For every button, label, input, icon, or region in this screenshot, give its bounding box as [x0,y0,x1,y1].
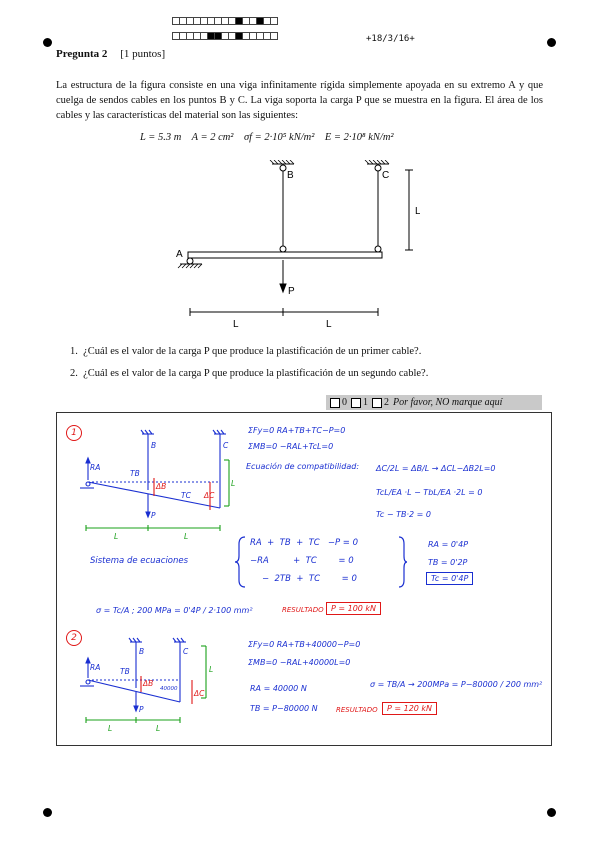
part-1-result: P = 100 kN [326,602,382,615]
question-item-1: 1. ¿Cuál es el valor de la carga P que p… [70,346,422,357]
part-1-sol1: RA = 0'4P [428,540,469,549]
sketch-1-lv: L [231,479,235,488]
sketch-1-ra: RA [90,463,100,472]
label-p: P [288,286,295,297]
answer-box [56,412,552,746]
grade-checkbox-2[interactable] [372,397,382,408]
sketch-2-db: ΔB [142,679,153,688]
part-1-compat-label: Ecuación de compatibilidad: [246,462,360,471]
parameters-formula: L = 5.3 m A = 2 cm² σf = 2·10⁵ kN/m² E =… [140,132,394,143]
system-brace-right [398,536,408,588]
part-2-stress: σ = TB/A → 200MPa = P−80000 / 200 mm² [370,680,543,689]
exam-code: +18/3/16+ [366,34,415,44]
sketch-2-tb: TB [120,667,130,676]
part-1-compat1: ΔC/2L = ΔB/L → ΔCL−ΔB2L=0 [376,464,496,473]
part-1-sys1: RA + TB + TC −P = 0 [250,538,359,548]
grading-strip: 0 1 2 Por favor, NO marque aquí [326,395,542,410]
deformation-sketch-2: RA TB 40000 B C ΔB ΔC P L L L [80,637,213,733]
sketch-2-tc-value: 40000 [160,686,178,692]
sketch-1-tb: TB [130,469,140,478]
part-1-system-label: Sistema de ecuaciones [90,556,189,566]
registration-dot [43,38,52,47]
id-grid-row-1 [172,17,278,25]
part-2-result: P = 120 kN [382,702,438,715]
sketch-1-tc: TC [181,491,192,500]
label-l-vertical: L [415,206,420,217]
sketch-1-l1: L [114,532,118,541]
sketch-2-dc: ΔC [193,689,205,698]
grade-label-1: 1 [363,397,368,408]
sketch-2-p: P [139,705,144,714]
grade-checkbox-1[interactable] [351,397,361,408]
part-1-result-label: RESULTADO [282,606,324,614]
part-1-sys3: − 2TB + TC = 0 [262,574,357,584]
question-points: [1 puntos] [120,48,166,60]
grade-checkbox-0[interactable] [330,397,340,408]
label-a: A [176,249,183,260]
part-1-compat2: TcL/EA ·L − TbL/EA ·2L = 0 [376,488,483,497]
part-2-eq2: ΣMB=0 −RAL+40000L=0 [248,658,351,667]
label-c: C [382,170,389,181]
part-1-sol3: Tc = 0'4P [426,572,474,585]
part-2-result-label: RESULTADO [336,706,378,714]
grid-cell [270,32,278,40]
sketch-1-dc: ΔC [203,491,215,500]
deformation-sketch-1: RA TB TC B C ΔB ΔC P L L L [80,429,235,541]
sketch-2-ra: RA [90,663,100,672]
part-2-eq1: ΣFy=0 RA+TB+40000−P=0 [248,640,361,649]
part-1-sol2: TB = 0'2P [428,558,468,567]
part-1-sys2: −RA + TC = 0 [250,556,354,566]
grid-cell [270,17,278,25]
part-1-eq1: ΣFy=0 RA+TB+TC−P=0 [248,426,346,435]
part-2-number: 2 [66,630,82,646]
sketch-2-l1: L [108,724,112,733]
sketch-1-c: C [223,441,229,450]
registration-dot [43,808,52,817]
sketch-1-b: B [151,441,156,450]
question-title: Pregunta 2 [56,48,108,60]
sketch-1-db: ΔB [155,482,166,491]
part-1-compat3: Tc − TB·2 = 0 [376,510,431,519]
grading-note: Por favor, NO marque aquí [393,397,503,408]
registration-dot [547,808,556,817]
part-1-eq2: ΣMB=0 −RAL+TcL=0 [248,442,334,451]
question-statement: La estructura de la figura consiste en u… [56,80,543,121]
part-2-tb: TB = P−80000 N [250,704,318,713]
sketch-1-l2: L [184,532,188,541]
question-item-2: 2. ¿Cuál es el valor de la carga P que p… [70,368,429,379]
grade-label-0: 0 [342,397,347,408]
sketch-2-b: B [139,647,144,656]
part-1-stress: σ = Tc/A ; 200 MPa = 0'4P / 2·100 mm² [96,606,253,615]
registration-dot [547,38,556,47]
system-brace [234,536,246,588]
part-1-number: 1 [66,425,82,441]
id-grid-row-2 [172,32,278,40]
sketch-2-lv: L [209,665,213,674]
label-b: B [287,170,294,181]
grade-label-2: 2 [384,397,389,408]
sketch-1-p: P [151,511,156,520]
label-l-right: L [326,319,332,330]
sketch-2-c: C [183,647,189,656]
part-2-ra: RA = 40000 N [250,684,307,693]
label-l-left: L [233,319,239,330]
question-header: Pregunta 2 [1 puntos] [56,48,165,60]
structure-figure: B C A P L L L [176,160,420,330]
sketch-2-l2: L [156,724,160,733]
